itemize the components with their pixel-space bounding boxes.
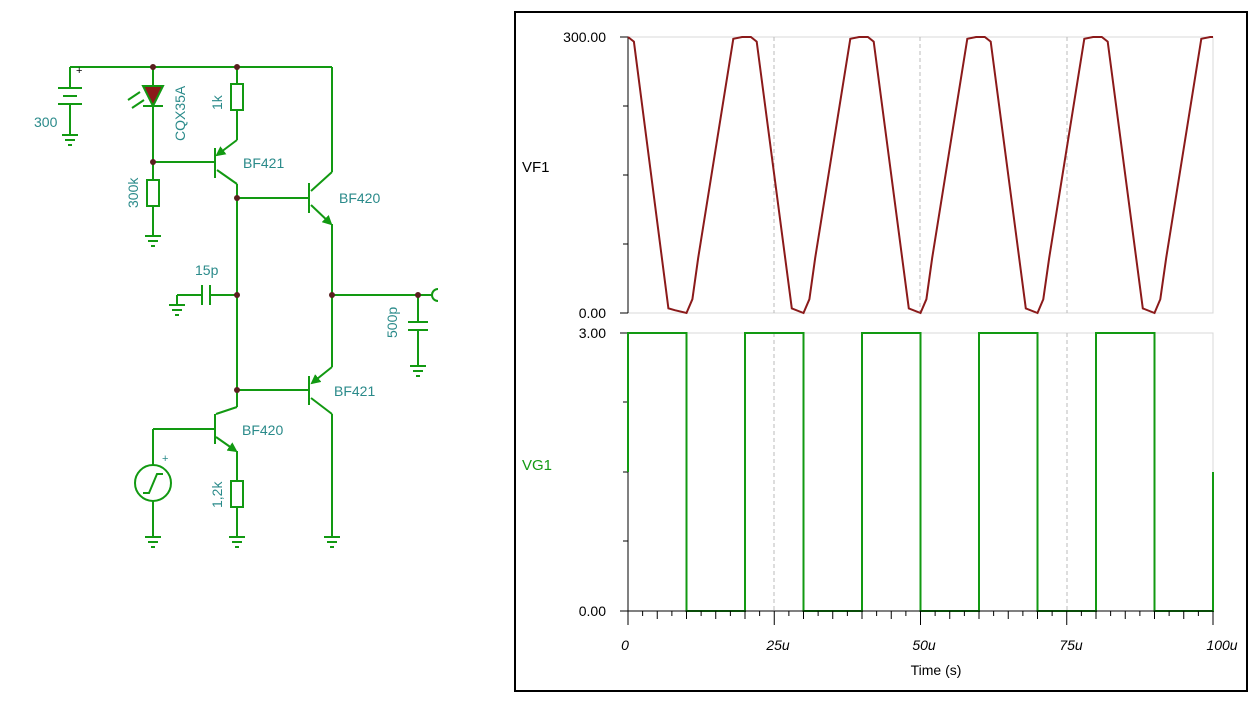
xtick-label-100u: 100u xyxy=(1206,637,1237,653)
battery-plus-label: + xyxy=(76,65,82,77)
transistor-q2-label: BF420 xyxy=(339,190,380,206)
vg1-ytick-bottom: 0.00 xyxy=(579,603,606,619)
source-plus-label: + xyxy=(162,453,168,465)
capacitor-15p xyxy=(169,285,237,316)
battery-symbol xyxy=(58,67,82,146)
vg1-signal-label: VG1 xyxy=(522,457,552,474)
resistor-300k xyxy=(145,161,215,247)
xtick-label-50u: 50u xyxy=(912,637,936,653)
resistor-1-2k xyxy=(229,480,245,548)
vf1-ytick-bottom: 0.00 xyxy=(579,305,606,321)
x-axis-title: Time (s) xyxy=(911,662,962,678)
transistor-q2-bf420 xyxy=(237,171,333,367)
vf1-series-line xyxy=(627,36,1213,315)
capacitor-15p-label: 15p xyxy=(195,262,219,278)
junction-dots xyxy=(150,64,421,393)
step-voltage-source xyxy=(134,429,172,548)
transistor-q3-label: BF421 xyxy=(334,383,375,399)
battery-value-label: 300 xyxy=(34,114,58,130)
transistor-q1-bf421 xyxy=(214,139,238,390)
xtick-label-0: 0 xyxy=(621,637,629,653)
photodiode-symbol xyxy=(127,67,165,162)
resistor-1k xyxy=(230,67,244,140)
resistor-1-2k-label: 1,2k xyxy=(209,481,225,508)
transistor-q4-bf420 xyxy=(153,390,238,481)
resistor-1k-label: 1k xyxy=(209,94,225,110)
xtick-label-75u: 75u xyxy=(1059,637,1083,653)
vf1-panel: 300.00 0.00 VF1 xyxy=(522,29,1214,321)
vf1-ytick-top: 300.00 xyxy=(563,29,606,45)
capacitor-500p-label: 500p xyxy=(384,307,400,338)
xtick-label-25u: 25u xyxy=(765,637,790,653)
time-axis: 0 25u 50u 75u 100u Time (s) xyxy=(621,610,1238,678)
plot-frame xyxy=(514,11,1248,692)
vf1-signal-label: VF1 xyxy=(522,159,550,176)
transistor-q3-bf421 xyxy=(237,366,340,548)
resistor-300k-label: 300k xyxy=(125,177,141,208)
vg1-ytick-top: 3.00 xyxy=(579,325,606,341)
schematic-labels: 300 + CQX35A 1k 300k 1,2k 15p 500p BF421… xyxy=(34,65,400,508)
transistor-q4-label: BF420 xyxy=(242,422,283,438)
diode-label: CQX35A xyxy=(172,85,188,141)
transistor-q1-label: BF421 xyxy=(243,155,284,171)
circuit-schematic xyxy=(58,66,439,548)
